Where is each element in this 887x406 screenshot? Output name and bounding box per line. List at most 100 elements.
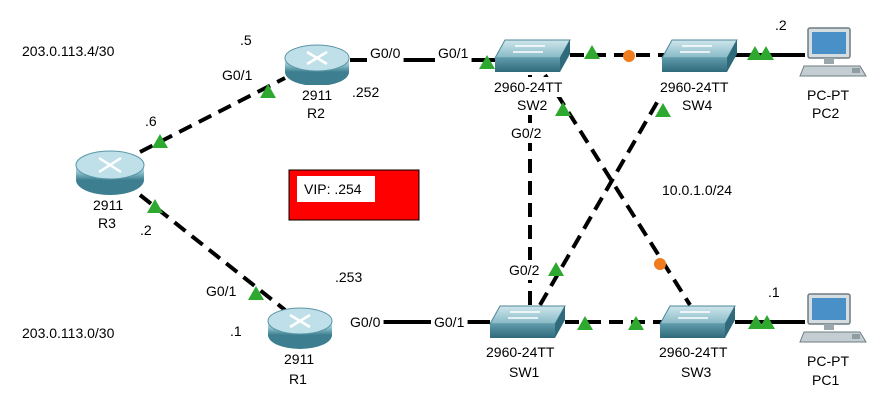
router-arrows-icon [306, 50, 328, 66]
interface-r2-g01: G0/1 [222, 67, 253, 83]
address-r2-dot252: .252 [352, 84, 379, 100]
device-name-r3: R3 [98, 215, 116, 231]
device-model-pc2: PC-PT [807, 87, 849, 103]
label-background [332, 267, 366, 287]
link-up-indicator [747, 46, 763, 60]
switch-sw2[interactable] [494, 39, 571, 72]
link-up-indicator [758, 46, 774, 60]
router-arrows-icon [98, 156, 122, 174]
label-background [506, 362, 543, 382]
label-background [227, 321, 245, 341]
address-r3-dot2: .2 [140, 222, 152, 238]
switch-arrows-icon [513, 45, 545, 53]
label-background [137, 220, 155, 240]
label-background [804, 85, 853, 105]
link-up-indicator [548, 262, 564, 276]
interface-r1-g00: G0/0 [350, 314, 381, 330]
device-name-sw3: SW3 [681, 364, 712, 380]
link-up-indicator [577, 316, 593, 330]
interface-sw1-g02: G0/2 [509, 262, 540, 278]
switch-sw4[interactable] [661, 39, 738, 72]
label-background [367, 43, 404, 63]
device-model-r3: 2911 [93, 197, 123, 213]
interface-r1-g01: G0/1 [206, 283, 237, 299]
label-background [508, 123, 545, 143]
label-background [203, 281, 240, 301]
label-background [491, 77, 566, 97]
router-r1[interactable] [267, 307, 333, 349]
vip-label: VIP: .254 [304, 181, 362, 197]
label-background [679, 95, 716, 115]
link-up-indicator [248, 286, 264, 300]
link-up-indicator [555, 102, 571, 116]
network-label-r1-r3: 203.0.113.0/30 [22, 325, 115, 341]
device-name-r1: R1 [289, 371, 307, 387]
link-indicators [147, 45, 775, 330]
label-background [514, 95, 551, 115]
link-blocked-indicator [654, 258, 666, 270]
label-background [809, 103, 843, 123]
link-up-indicator [147, 199, 163, 213]
switch-arrows-icon [508, 311, 540, 319]
link-r3-r1 [138, 193, 287, 312]
link-up-indicator [584, 45, 600, 59]
label-background [765, 282, 783, 302]
label-background [286, 369, 311, 389]
labels: 203.0.113.4/30 203.0.113.0/30 10.0.1.0/2… [19, 15, 853, 390]
pc-pc2[interactable] [799, 27, 867, 77]
address-r3-dot6: .6 [145, 113, 157, 129]
network-label-lan: 10.0.1.0/24 [662, 182, 732, 198]
label-background [772, 15, 790, 35]
label-background [347, 312, 384, 332]
link-up-indicator [479, 55, 495, 69]
address-r2-dot5: .5 [240, 32, 252, 48]
label-background [19, 323, 118, 343]
address-r1-dot253: .253 [335, 269, 362, 285]
label-background [304, 103, 329, 123]
router-r3[interactable] [75, 150, 145, 195]
address-pc1-dot1: .1 [768, 284, 780, 300]
label-background [809, 370, 843, 390]
label-background [95, 213, 120, 233]
pc-pc1[interactable] [799, 293, 867, 343]
link-up-indicator [260, 84, 276, 98]
address-r1-dot1: .1 [230, 323, 242, 339]
vip-box: VIP: .254 [288, 169, 420, 221]
address-pc2-dot2: .2 [775, 17, 787, 33]
device-model-sw4: 2960-24TT [660, 79, 729, 95]
label-background [19, 41, 118, 61]
interface-sw2-g02: G0/2 [511, 125, 542, 141]
link-up-indicator [759, 315, 775, 329]
label-background [90, 195, 127, 215]
router-r2[interactable] [284, 44, 350, 86]
blocked-indicators [623, 50, 666, 270]
switch-arrows-icon [680, 45, 712, 53]
label-background [678, 362, 715, 382]
label-background [349, 82, 383, 102]
label-background [435, 43, 472, 63]
link-blocked-indicator [623, 50, 635, 62]
label-background [659, 180, 736, 200]
interface-r2-g00: G0/0 [370, 45, 401, 61]
switch-sw3[interactable] [659, 305, 736, 338]
link-up-indicator [748, 315, 764, 329]
device-model-r1: 2911 [284, 351, 314, 367]
label-background [804, 351, 853, 371]
link-up-indicator [655, 103, 671, 117]
label-background [483, 342, 558, 362]
device-model-sw2: 2960-24TT [494, 79, 563, 95]
label-background [656, 342, 731, 362]
device-model-r2: 2911 [302, 87, 332, 103]
label-background [219, 65, 256, 85]
link-up-indicator [628, 316, 644, 330]
device-name-pc2: PC2 [812, 105, 839, 121]
device-name-sw2: SW2 [517, 97, 548, 113]
device-name-r2: R2 [307, 105, 325, 121]
label-background [506, 260, 543, 280]
label-background [299, 85, 336, 105]
router-arrows-icon [289, 313, 311, 329]
network-label-r2-r3: 203.0.113.4/30 [22, 43, 115, 59]
switch-sw1[interactable] [489, 305, 566, 338]
interface-sw1-g01: G0/1 [434, 314, 465, 330]
